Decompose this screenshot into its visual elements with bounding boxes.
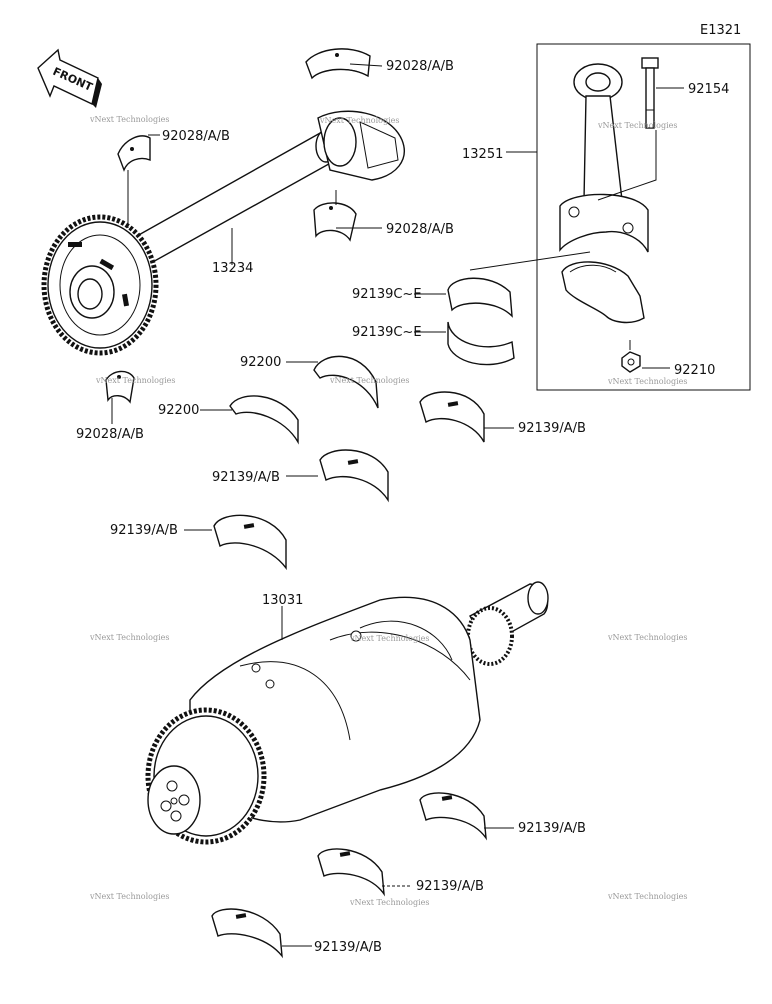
crankshaft-13031 <box>145 581 549 845</box>
watermark: vNext Technologies <box>89 633 169 642</box>
callout-92210: 92210 <box>674 363 715 378</box>
main-bearing-6 <box>211 908 283 959</box>
bearing-92028-top-left <box>117 135 151 172</box>
watermark: vNext Technologies <box>607 377 687 386</box>
callout-92139ce-2: 92139C~E <box>352 325 422 340</box>
balancer-gear <box>41 214 159 356</box>
main-bearing-2 <box>319 449 389 503</box>
watermark: vNext Technologies <box>597 121 677 130</box>
main-bearing-1 <box>419 391 485 443</box>
callout-92154: 92154 <box>688 82 729 97</box>
watermark: vNext Technologies <box>95 376 175 385</box>
main-bearing-4 <box>419 792 487 841</box>
callout-92139ce-1: 92139C~E <box>352 287 422 302</box>
callout-92139-6: 92139/A/B <box>314 940 382 955</box>
main-bearing-5 <box>317 848 385 897</box>
callout-92200-1: 92200 <box>240 355 281 370</box>
watermarks: vNext Technologies vNext Technologies vN… <box>89 115 687 907</box>
bearing-92028-mid-right <box>313 202 357 242</box>
rod-bearing-upper <box>447 277 513 318</box>
front-arrow: FRONT <box>37 48 102 108</box>
callout-13234: 13234 <box>212 261 253 276</box>
callout-92028-top-right: 92028/A/B <box>386 59 454 74</box>
callout-92028-top-left: 92028/A/B <box>162 129 230 144</box>
watermark: vNext Technologies <box>89 115 169 124</box>
main-bearing-3 <box>213 514 287 571</box>
watermark: vNext Technologies <box>329 376 409 385</box>
leader-lines <box>111 63 684 947</box>
conrod-bolt <box>641 57 659 129</box>
watermark: vNext Technologies <box>607 892 687 901</box>
watermark: vNext Technologies <box>349 634 429 643</box>
callout-92139-4: 92139/A/B <box>518 821 586 836</box>
watermark: vNext Technologies <box>89 892 169 901</box>
callout-92139-2: 92139/A/B <box>212 470 280 485</box>
conrod-nut <box>621 351 641 373</box>
callout-labels: 92028/A/B 92028/A/B 13234 92028/A/B 9202… <box>76 59 729 955</box>
bearing-92028-top-right <box>305 48 371 80</box>
callout-13251: 13251 <box>462 147 503 162</box>
callout-92028-mid-right: 92028/A/B <box>386 222 454 237</box>
connecting-rod <box>559 63 649 253</box>
callout-92028-left: 92028/A/B <box>76 427 144 442</box>
callout-92139-1: 92139/A/B <box>518 421 586 436</box>
thrust-washer-1 <box>313 355 379 409</box>
diagram-code: E1321 <box>700 23 741 38</box>
callout-13031: 13031 <box>262 593 303 608</box>
conrod-cap <box>561 261 645 324</box>
rod-bearing-lower <box>447 321 515 366</box>
callout-92139-5: 92139/A/B <box>416 879 484 894</box>
watermark: vNext Technologies <box>319 116 399 125</box>
bearing-92028-left <box>105 370 135 404</box>
balancer-shaft-13234 <box>41 110 405 356</box>
thrust-washer-2 <box>229 395 299 445</box>
callout-92200-2: 92200 <box>158 403 199 418</box>
callout-92139-3: 92139/A/B <box>110 523 178 538</box>
conrod-assembly-box <box>536 43 751 391</box>
watermark: vNext Technologies <box>349 898 429 907</box>
watermark: vNext Technologies <box>607 633 687 642</box>
